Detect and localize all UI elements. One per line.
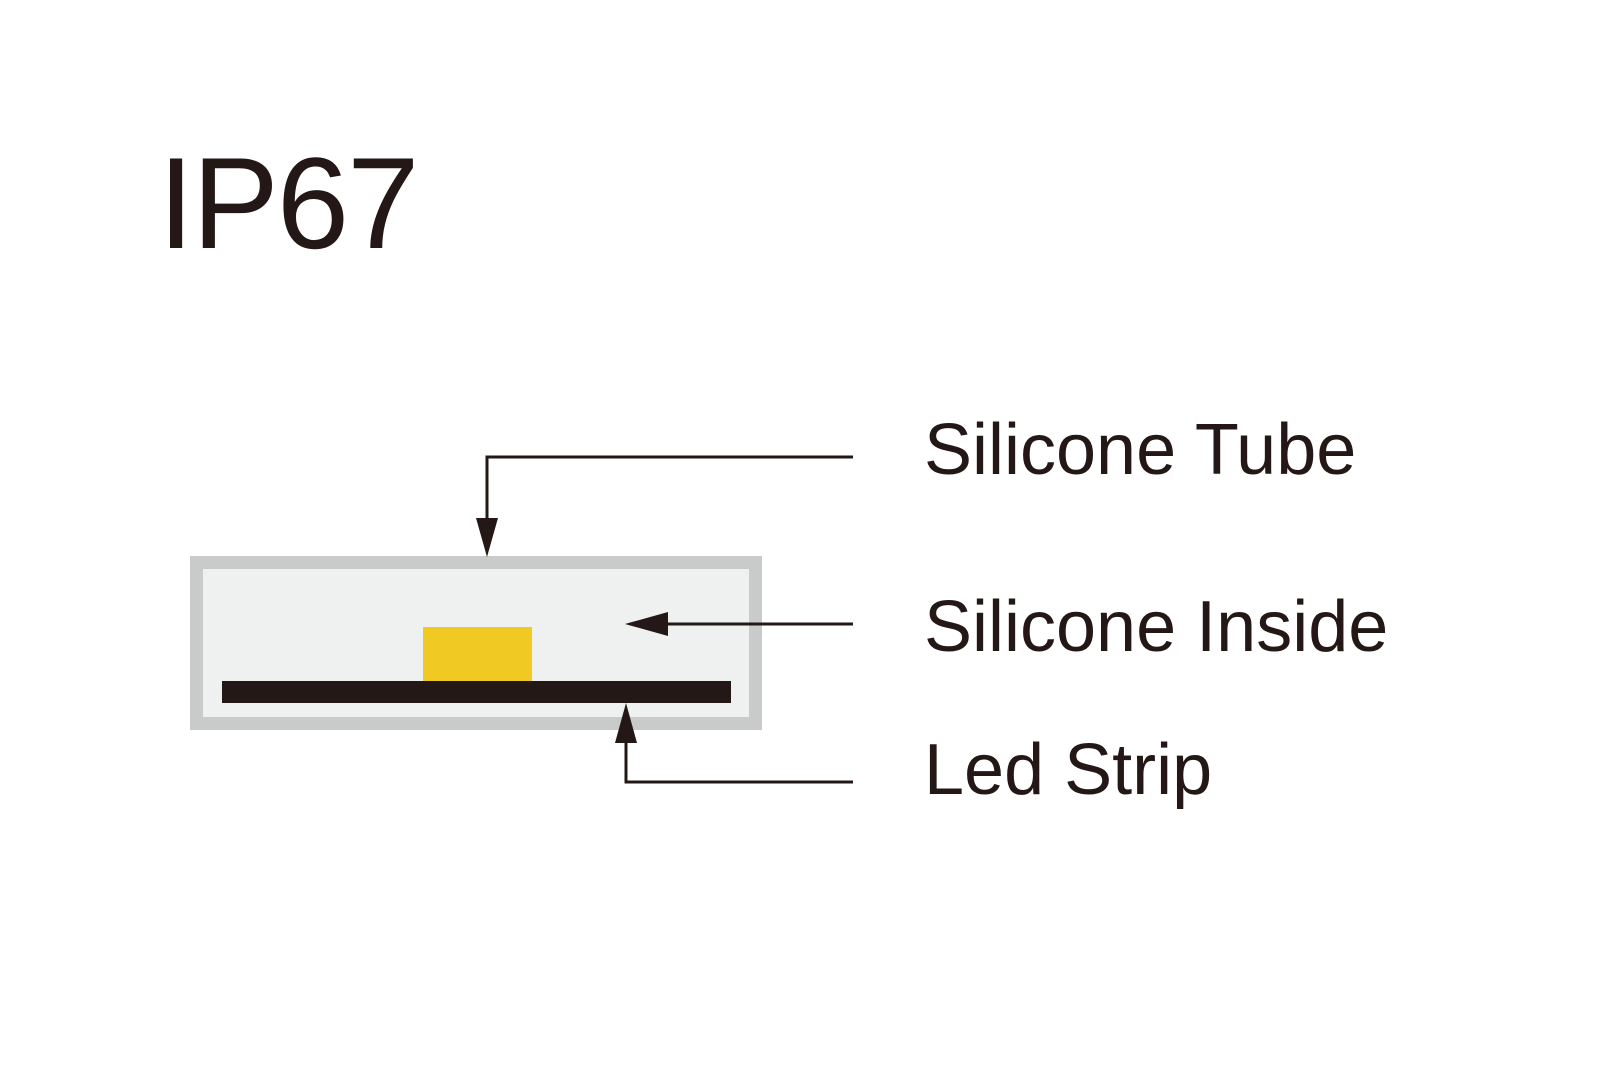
label-led-strip: Led Strip xyxy=(924,730,1213,810)
arrow-left-icon xyxy=(625,612,668,636)
label-silicone-inside: Silicone Inside xyxy=(924,587,1389,667)
silicone-inside-leader xyxy=(625,612,853,636)
diagram-title: IP67 xyxy=(158,130,419,276)
arrow-up-icon xyxy=(615,703,637,743)
led-strip-board xyxy=(222,681,731,703)
led-strip-leader xyxy=(615,703,853,784)
silicone-tube-leader xyxy=(476,455,853,557)
arrow-down-icon xyxy=(476,518,498,557)
label-silicone-tube: Silicone Tube xyxy=(924,410,1357,490)
led-chip xyxy=(423,627,532,681)
